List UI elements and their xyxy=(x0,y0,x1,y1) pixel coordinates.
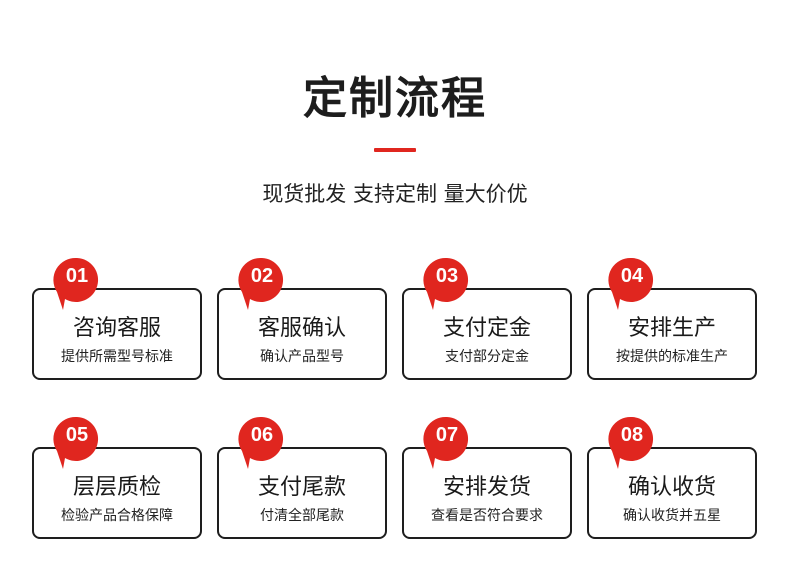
step-name: 支付定金 xyxy=(442,316,531,341)
step-desc: 付清全部尾款 xyxy=(260,508,344,524)
step-name: 客服确认 xyxy=(257,316,346,341)
step-card-1: 咨询客服 提供所需型号标准 xyxy=(32,288,202,380)
step-badge-6: 06 xyxy=(238,415,286,471)
step-badge-4: 04 xyxy=(608,256,656,312)
step-card-2: 客服确认 确认产品型号 xyxy=(217,288,387,380)
step-badge-3: 03 xyxy=(423,256,471,312)
step-desc: 检验产品合格保障 xyxy=(61,508,173,524)
step-card-5: 层层质检 检验产品合格保障 xyxy=(32,447,202,539)
step-name: 确认收货 xyxy=(627,475,716,500)
step-card-8: 确认收货 确认收货并五星 xyxy=(587,447,757,539)
step-number: 08 xyxy=(620,424,644,446)
step-number: 06 xyxy=(250,424,274,446)
step-name: 支付尾款 xyxy=(257,475,346,500)
step-card-7: 安排发货 查看是否符合要求 xyxy=(402,447,572,539)
step-number: 07 xyxy=(435,424,459,446)
step-badge-8: 08 xyxy=(608,415,656,471)
step-desc: 支付部分定金 xyxy=(445,349,529,365)
page-subtitle: 现货批发 支持定制 量大价优 xyxy=(262,182,528,206)
step-badge-7: 07 xyxy=(423,415,471,471)
step-badge-5: 05 xyxy=(53,415,101,471)
step-number: 03 xyxy=(435,265,459,287)
page-title: 定制流程 xyxy=(303,73,487,124)
step-card-4: 安排生产 按提供的标准生产 xyxy=(587,288,757,380)
step-desc: 确认收货并五星 xyxy=(623,508,721,524)
step-card-6: 支付尾款 付清全部尾款 xyxy=(217,447,387,539)
step-number: 05 xyxy=(65,424,89,446)
step-badge-2: 02 xyxy=(238,256,286,312)
step-card-3: 支付定金 支付部分定金 xyxy=(402,288,572,380)
step-name: 咨询客服 xyxy=(72,316,161,341)
step-name: 安排生产 xyxy=(627,316,716,341)
title-underline xyxy=(374,148,416,152)
step-desc: 按提供的标准生产 xyxy=(616,349,728,365)
step-name: 安排发货 xyxy=(442,475,531,500)
step-number: 01 xyxy=(65,265,89,287)
step-name: 层层质检 xyxy=(72,475,161,500)
step-number: 04 xyxy=(620,265,644,287)
step-desc: 确认产品型号 xyxy=(260,349,344,365)
step-desc: 提供所需型号标准 xyxy=(61,349,173,365)
step-badge-1: 01 xyxy=(53,256,101,312)
step-number: 02 xyxy=(250,265,274,287)
step-desc: 查看是否符合要求 xyxy=(431,508,543,524)
